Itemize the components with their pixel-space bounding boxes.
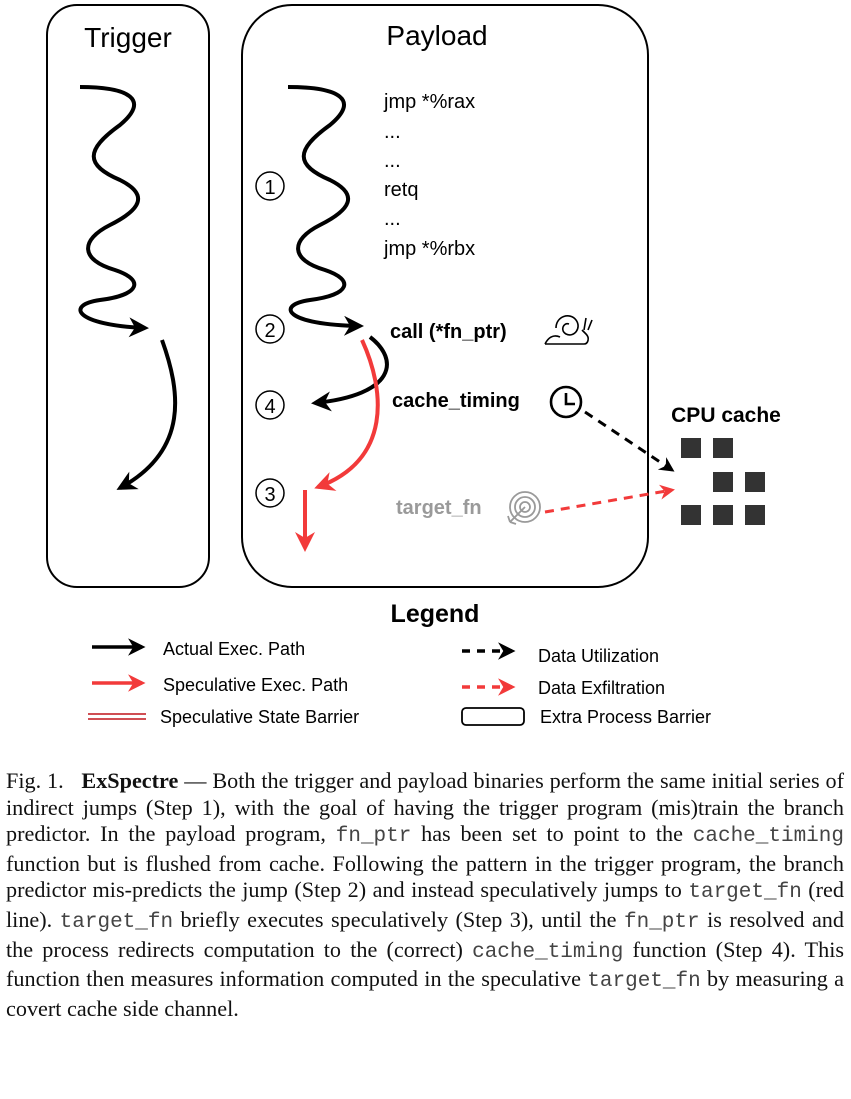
- cache-block: [745, 472, 765, 492]
- step-3-marker: 3: [255, 478, 285, 508]
- legend-process-barrier-label: Extra Process Barrier: [540, 707, 711, 727]
- payload-process: Payload jmp *%rax ... ... retq ... jmp *…: [241, 4, 649, 588]
- caption-code: target_fn: [587, 970, 701, 994]
- caption-code: fn_ptr: [335, 825, 412, 849]
- cache-block: [745, 505, 765, 525]
- actual-path-to-cache-timing: [311, 335, 389, 412]
- cache-timing-label: cache_timing: [392, 390, 520, 412]
- caption-dash: —: [178, 768, 213, 793]
- caption-text: Both the trigger and payload binaries pe…: [6, 768, 845, 847]
- step-2-marker: 2: [255, 314, 285, 344]
- cache-block: [681, 505, 701, 525]
- legend-process-barrier-swatch: [461, 707, 525, 726]
- caption-text: is resolved and the process redirects co…: [6, 906, 844, 962]
- call-fn-ptr-label: call (*fn_ptr): [390, 321, 507, 343]
- code-line: ...: [384, 150, 401, 172]
- step-4-label: 4: [264, 396, 275, 418]
- cpu-cache-title: CPU cache: [671, 404, 781, 427]
- caption-title: ExSpectre: [81, 768, 179, 793]
- legend-actual-label: Actual Exec. Path: [163, 639, 305, 659]
- trigger-wavy-path: [78, 85, 149, 338]
- clock-icon: [549, 385, 583, 419]
- legend-utilization-label: Data Utilization: [538, 646, 659, 666]
- caption-code: target_fn: [688, 881, 802, 905]
- code-line: jmp *%rbx: [383, 238, 475, 260]
- step-4-marker: 4: [255, 390, 285, 420]
- step-2-label: 2: [264, 320, 275, 342]
- legend-state-barrier-label: Speculative State Barrier: [160, 707, 359, 727]
- trigger-box: [46, 4, 210, 588]
- target-icon: [507, 491, 541, 525]
- exspectre-diagram: Trigger Payload jmp *%rax ... ... retq .…: [46, 4, 781, 727]
- legend-speculative-label: Speculative Exec. Path: [163, 675, 348, 695]
- legend: Legend Actual Exec. Path Speculative Exe…: [88, 600, 711, 727]
- legend-state-barrier-swatch: [88, 713, 146, 720]
- code-line: retq: [384, 179, 418, 201]
- cache-block: [713, 505, 733, 525]
- trigger-process: Trigger: [46, 4, 210, 588]
- payload-box: [241, 4, 649, 588]
- step-1-marker: 1: [255, 171, 285, 201]
- speculative-path-to-target: [314, 339, 380, 491]
- code-line: jmp *%rax: [383, 91, 475, 113]
- caption-code: target_fn: [59, 910, 174, 934]
- figure-caption: Fig. 1. ExSpectre — Both the trigger and…: [6, 768, 844, 1022]
- payload-wavy-path: [287, 85, 364, 336]
- data-exfiltration-arrow: [544, 484, 675, 514]
- data-utilization-arrow: [584, 410, 675, 472]
- caption-code: fn_ptr: [624, 910, 700, 934]
- payload-code: jmp *%rax ... ... retq ... jmp *%rbx: [383, 91, 475, 260]
- cache-block: [713, 472, 733, 492]
- code-line: ...: [384, 208, 401, 230]
- target-fn-label: target_fn: [396, 497, 482, 519]
- trigger-title: Trigger: [84, 22, 172, 53]
- caption-code: cache_timing: [472, 940, 624, 964]
- payload-title: Payload: [386, 20, 487, 51]
- step-1-label: 1: [264, 177, 275, 199]
- trigger-exec-arrow: [116, 339, 178, 490]
- legend-title: Legend: [391, 600, 480, 628]
- caption-text: has been set to point to the: [411, 821, 693, 847]
- snail-icon: [544, 315, 593, 345]
- legend-exfiltration-label: Data Exfiltration: [538, 678, 665, 698]
- caption-text: function but is flushed from cache. Foll…: [6, 850, 844, 903]
- cache-block: [681, 438, 701, 458]
- caption-text: by measuring a covert cache side channel…: [6, 966, 844, 1021]
- caption-text: function (Step 4). This function then me…: [6, 936, 844, 992]
- caption-text: (red line).: [6, 877, 844, 932]
- step-3-label: 3: [264, 484, 275, 506]
- cpu-cache: CPU cache: [671, 404, 781, 525]
- code-line: ...: [384, 121, 401, 143]
- cache-blocks: [681, 438, 765, 525]
- cache-block: [713, 438, 733, 458]
- caption-text: briefly executes speculatively (Step 3),…: [173, 906, 624, 932]
- caption-code: cache_timing: [692, 825, 844, 849]
- caption-label: Fig. 1.: [6, 768, 64, 793]
